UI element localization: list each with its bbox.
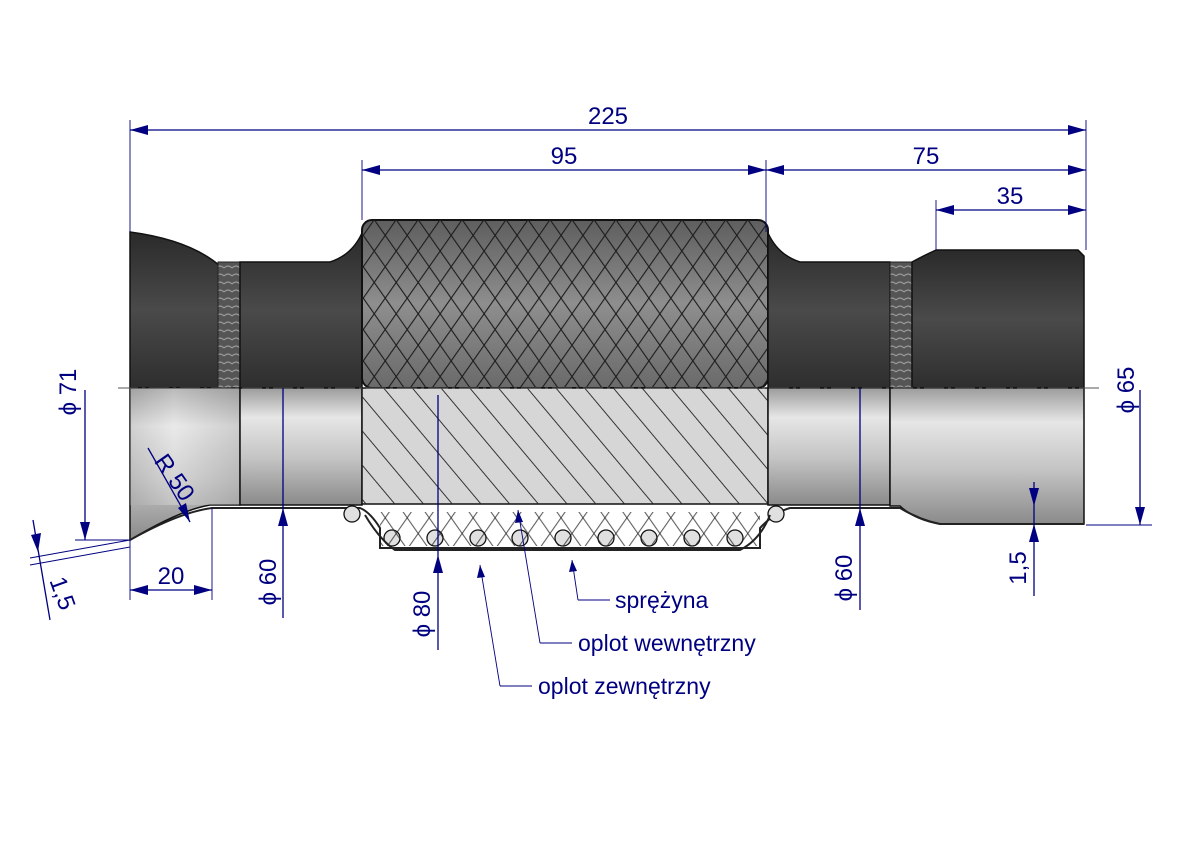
right-end	[911, 249, 1085, 389]
dim-left-diameter: ϕ 71	[55, 369, 82, 416]
dim-bellows-length: 95	[551, 143, 578, 170]
dim-bellows-diameter: ϕ 80	[409, 591, 436, 638]
pipe-upper-half	[129, 219, 1085, 389]
dim-right-diameter: ϕ 65	[1113, 367, 1140, 414]
label-spring: sprężyna	[615, 587, 709, 613]
dim-right-section-length: 75	[913, 143, 940, 170]
dimension-lines	[29, 120, 1152, 687]
label-inner-braid: oplot wewnętrzny	[578, 630, 756, 656]
right-end-section	[889, 387, 1085, 525]
left-inner-pipe	[239, 387, 363, 506]
dim-left-inner-diameter: ϕ 60	[255, 559, 282, 606]
left-flared-end	[129, 231, 221, 389]
right-inner-pipe	[767, 387, 891, 506]
dim-right-inner-diameter: ϕ 60	[831, 555, 858, 602]
dim-right-wall-thickness: 1,5	[1005, 551, 1032, 584]
right-weld	[889, 261, 913, 389]
left-weld	[217, 261, 241, 389]
dim-left-wall-thickness: 1,5	[44, 573, 81, 614]
right-pipe-section	[767, 232, 891, 389]
pipe-lower-half	[129, 387, 1085, 551]
dim-left-end-length: 20	[158, 563, 185, 590]
dim-right-end-length: 35	[997, 183, 1024, 210]
label-outer-braid: oplot zewnętrzny	[538, 673, 711, 699]
left-pipe-section	[239, 232, 363, 389]
dim-overall-length: 225	[588, 103, 628, 130]
outer-braid-section	[364, 514, 771, 551]
